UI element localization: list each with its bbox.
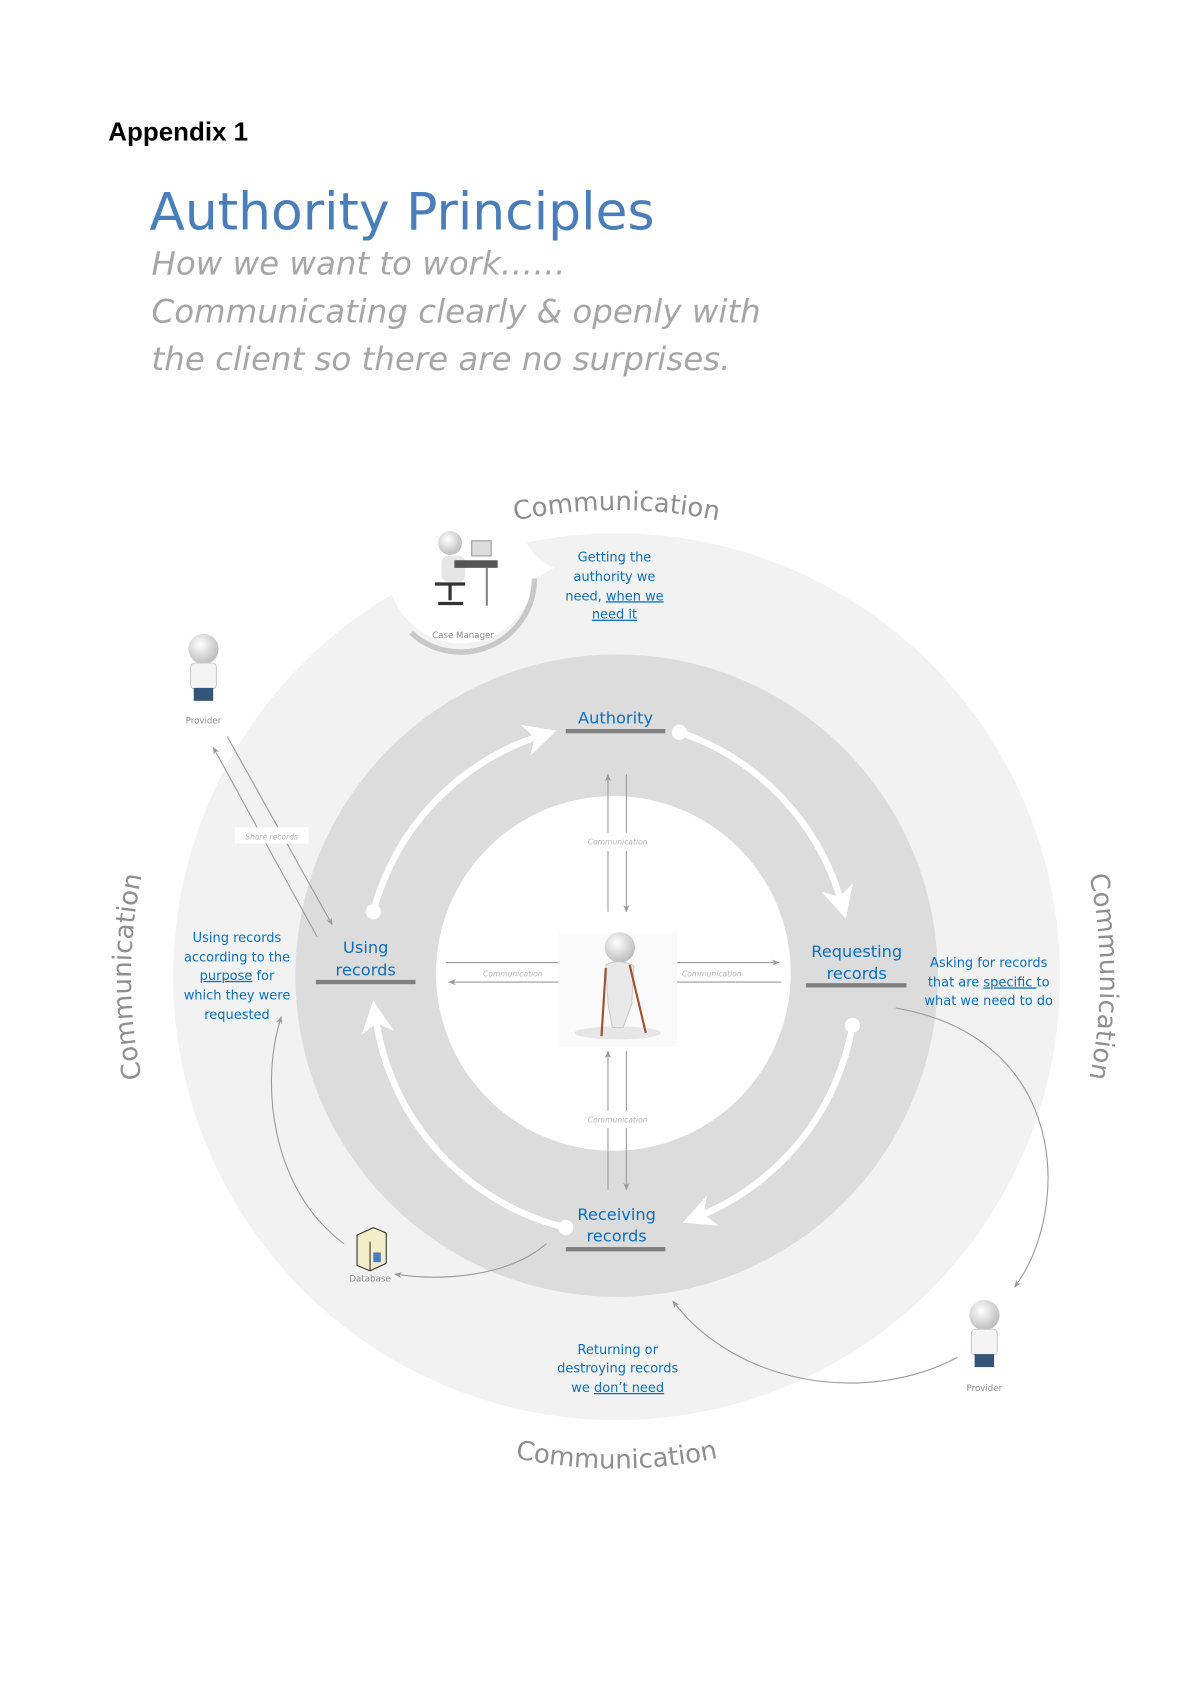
stage-bars bbox=[315, 728, 907, 1252]
stage-authority: Authority bbox=[578, 709, 653, 728]
arrow-receiving-to-using bbox=[361, 1000, 567, 1231]
cycle-dots bbox=[365, 724, 860, 1236]
note-returning-line: destroying records bbox=[557, 1362, 678, 1377]
link-when-we: when we bbox=[606, 589, 664, 604]
note-authority-line: need, when we bbox=[565, 589, 663, 604]
note-using-line: which they were bbox=[184, 988, 291, 1003]
communication-label-right: Communication bbox=[682, 970, 742, 979]
subtitle: How we want to work…… Communicating clea… bbox=[152, 245, 761, 378]
provider-top-label: Provider bbox=[186, 717, 222, 727]
ring-label-left: Communication bbox=[108, 871, 149, 1083]
communication-label-top: Communication bbox=[588, 838, 648, 847]
note-using-line: Using records bbox=[193, 931, 282, 946]
case-manager-label: Case Manager bbox=[432, 631, 494, 641]
stage-requesting-line: Requesting bbox=[811, 942, 902, 961]
share-records-box bbox=[234, 827, 309, 844]
link-need-it: need it bbox=[592, 608, 637, 623]
ring-label-top: Communication bbox=[511, 487, 723, 527]
arrow-using-to-authority bbox=[370, 724, 557, 913]
note-returning-line: we don’t need bbox=[571, 1381, 664, 1396]
note-requesting-line: Asking for records bbox=[930, 956, 1048, 971]
stage-receiving-line: Receiving bbox=[577, 1205, 656, 1224]
stage-using-line: Using bbox=[343, 938, 388, 957]
note-requesting-line: that are specific to bbox=[928, 975, 1050, 990]
arrow-authority-to-requesting bbox=[678, 729, 853, 919]
cycle-arrows bbox=[361, 724, 856, 1231]
arrow-requesting-to-receiving bbox=[682, 1024, 856, 1226]
share-records-label: Share records bbox=[245, 832, 298, 841]
ring-label-bottom: Communication bbox=[514, 1435, 720, 1475]
ring-label-right: Communication bbox=[1082, 871, 1123, 1083]
case-manager-bubble: Case Manager bbox=[387, 496, 554, 655]
database-label: Database bbox=[349, 1275, 390, 1285]
note-returning-line: Returning or bbox=[577, 1343, 658, 1358]
note-requesting-line: what we need to do bbox=[924, 994, 1053, 1009]
subtitle-line: How we want to work…… bbox=[152, 245, 566, 283]
note-using-line: according to the bbox=[184, 951, 290, 966]
page-title: Authority Principles bbox=[149, 182, 654, 242]
note-using-line: requested bbox=[204, 1008, 270, 1023]
communication-label-bottom: Communication bbox=[588, 1116, 648, 1125]
note-authority-line: authority we bbox=[574, 570, 656, 585]
communication-label-left: Communication bbox=[483, 970, 543, 979]
stage-using-line: records bbox=[336, 961, 396, 980]
note-using-line: purpose for bbox=[200, 969, 275, 984]
provider-bottom-figure: Provider bbox=[967, 1300, 1003, 1394]
provider-bottom-label: Provider bbox=[967, 1384, 1003, 1394]
appendix-label: Appendix 1 bbox=[108, 119, 248, 147]
client-on-crutches-figure bbox=[558, 932, 678, 1047]
stage-receiving-line: records bbox=[586, 1227, 646, 1246]
provider-top-figure: Provider bbox=[186, 633, 222, 727]
database-icon: Database bbox=[349, 1226, 391, 1285]
note-authority-line: Getting the bbox=[578, 550, 652, 565]
subtitle-line: the client so there are no surprises. bbox=[152, 340, 731, 378]
stage-requesting-line: records bbox=[827, 964, 887, 983]
subtitle-line: Communicating clearly & openly with bbox=[152, 292, 761, 330]
